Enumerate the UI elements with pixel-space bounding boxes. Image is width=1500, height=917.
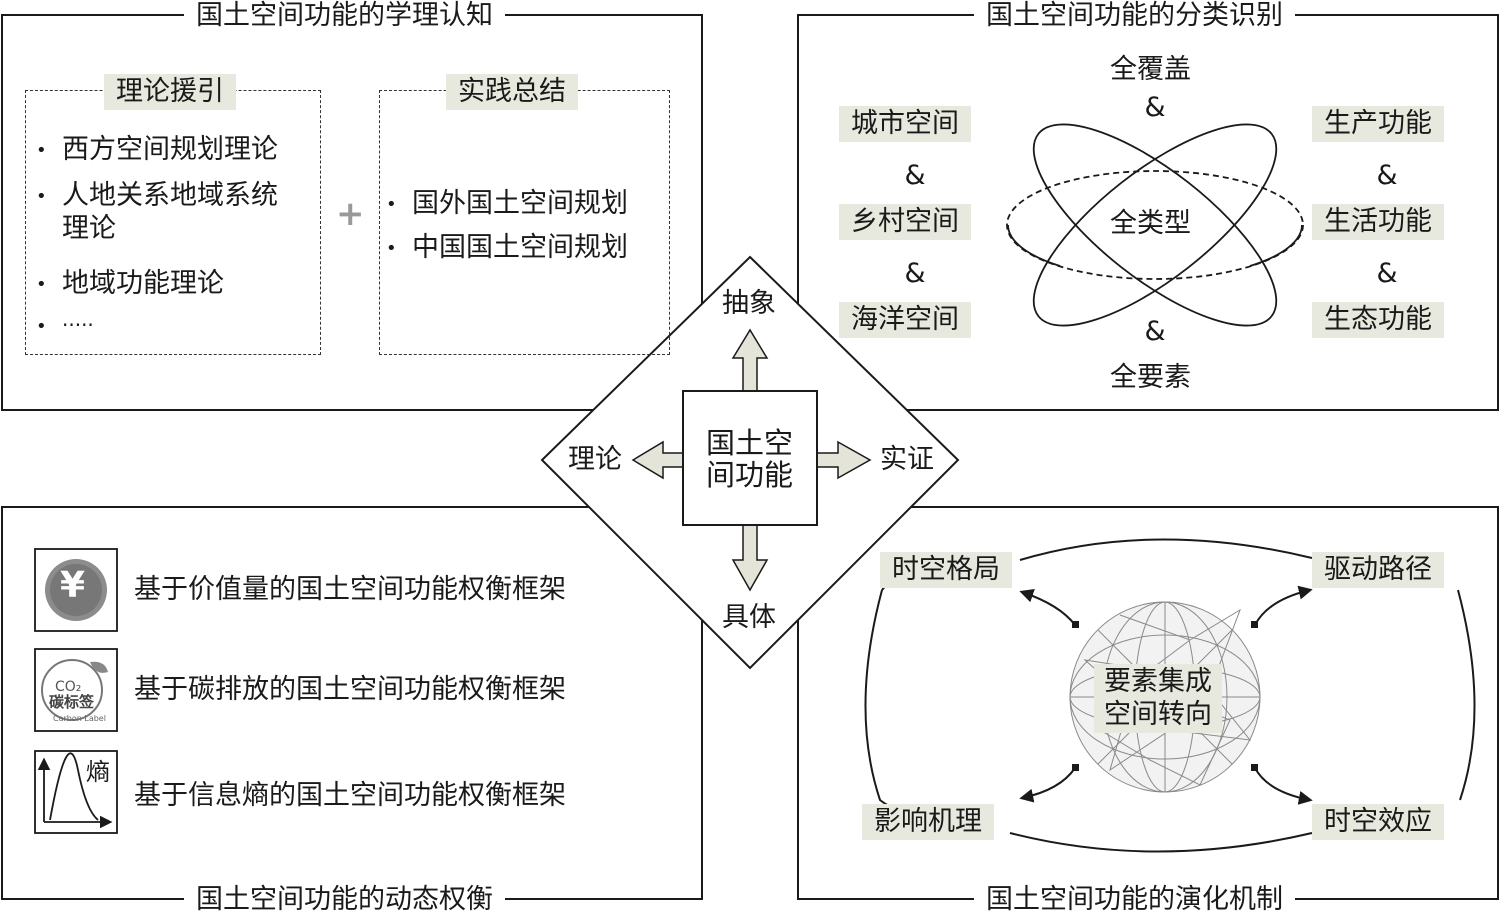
- arrow-left: [631, 440, 684, 480]
- center-line-2: 间功能: [706, 458, 794, 492]
- arrow-right: [816, 440, 872, 480]
- func-living: 生活功能: [1312, 204, 1444, 240]
- space-rural: 乡村空间: [839, 204, 971, 240]
- practice-item-1: •国外国土空间规划: [386, 188, 628, 219]
- full-element: 全要素: [1110, 362, 1191, 393]
- carbon-label-en: Carbon Label: [53, 714, 106, 723]
- evo-center-line-2: 空间转向: [1094, 697, 1222, 733]
- bullet-dot: •: [386, 237, 397, 259]
- evo-spatial-effect: 时空效应: [1312, 804, 1444, 840]
- title-theory-cognition: 国土空间功能的学理认知: [184, 0, 505, 32]
- func-production: 生产功能: [1312, 106, 1444, 142]
- label-concrete: 具体: [722, 602, 776, 633]
- entropy-icon: 熵: [86, 758, 110, 786]
- amp-func-1: &: [1376, 160, 1398, 191]
- center-box: [682, 390, 818, 526]
- arrow-to-tr: [1254, 585, 1313, 626]
- bullet-dot: •: [36, 315, 47, 337]
- theory-tag: 理论援引: [104, 74, 236, 110]
- space-urban: 城市空间: [839, 106, 971, 142]
- theory-item-1: •西方空间规划理论: [36, 134, 278, 165]
- amp-top: &: [1144, 92, 1166, 123]
- ellipse-diag-b: [1032, 123, 1278, 327]
- ellipse-horizontal: [1006, 170, 1304, 280]
- loop-right: [1457, 589, 1476, 801]
- balance-item-entropy: 基于信息熵的国土空间功能权衡框架: [134, 780, 566, 811]
- arrow-up: [731, 328, 769, 392]
- amp-bottom: &: [1144, 316, 1166, 347]
- practice-tag: 实践总结: [446, 74, 578, 110]
- balance-item-carbon: 基于碳排放的国土空间功能权衡框架: [134, 674, 566, 705]
- theory-item-more: •·····: [36, 309, 94, 343]
- space-marine: 海洋空间: [839, 302, 971, 338]
- theory-item-2: •人地关系地域系统: [36, 180, 278, 211]
- full-type: 全类型: [1110, 208, 1191, 239]
- bullet-dot: •: [36, 273, 47, 295]
- loop-top: [1019, 538, 1313, 561]
- yen-icon: ¥: [60, 565, 86, 606]
- arrow-to-bl: [1019, 767, 1076, 803]
- theory-item-2-cont: 理论: [62, 213, 116, 244]
- arrow-to-tl: [1019, 589, 1076, 626]
- title-dynamic-balance: 国土空间功能的动态权衡: [184, 884, 505, 916]
- evo-influence-mechanism: 影响机理: [862, 804, 994, 840]
- center-line-1: 国土空: [706, 426, 794, 460]
- loop-bottom: [1009, 832, 1313, 853]
- bullet-dot: •: [36, 139, 47, 161]
- practice-item-2: •中国国土空间规划: [386, 232, 628, 263]
- theory-item-3: •地域功能理论: [36, 268, 224, 299]
- balance-item-value: 基于价值量的国土空间功能权衡框架: [134, 574, 566, 605]
- bullet-dot: •: [386, 193, 397, 215]
- co2-icon: CO₂: [55, 679, 82, 695]
- amp-func-2: &: [1376, 258, 1398, 289]
- plus-sign: +: [336, 194, 365, 234]
- evo-driving-path: 驱动路径: [1312, 552, 1444, 588]
- ellipse-diag-a: [1032, 123, 1278, 327]
- full-coverage: 全覆盖: [1110, 54, 1191, 85]
- amp-space-2: &: [904, 258, 926, 289]
- arrow-to-br: [1254, 767, 1313, 805]
- bullet-dot: •: [36, 185, 47, 207]
- label-empirical: 实证: [880, 444, 934, 475]
- arrow-down: [731, 524, 769, 592]
- func-ecological: 生态功能: [1312, 302, 1444, 338]
- evo-spatial-pattern: 时空格局: [880, 552, 1012, 588]
- title-classification: 国土空间功能的分类识别: [974, 0, 1295, 32]
- label-theory: 理论: [568, 444, 622, 475]
- practice-dashed-box: [379, 90, 670, 355]
- amp-space-1: &: [904, 160, 926, 191]
- evo-center-line-1: 要素集成: [1094, 664, 1222, 700]
- title-evolution: 国土空间功能的演化机制: [974, 884, 1295, 916]
- label-abstract: 抽象: [722, 288, 776, 319]
- loop-left: [864, 589, 906, 809]
- carbon-label-icon: 碳标签: [49, 693, 95, 711]
